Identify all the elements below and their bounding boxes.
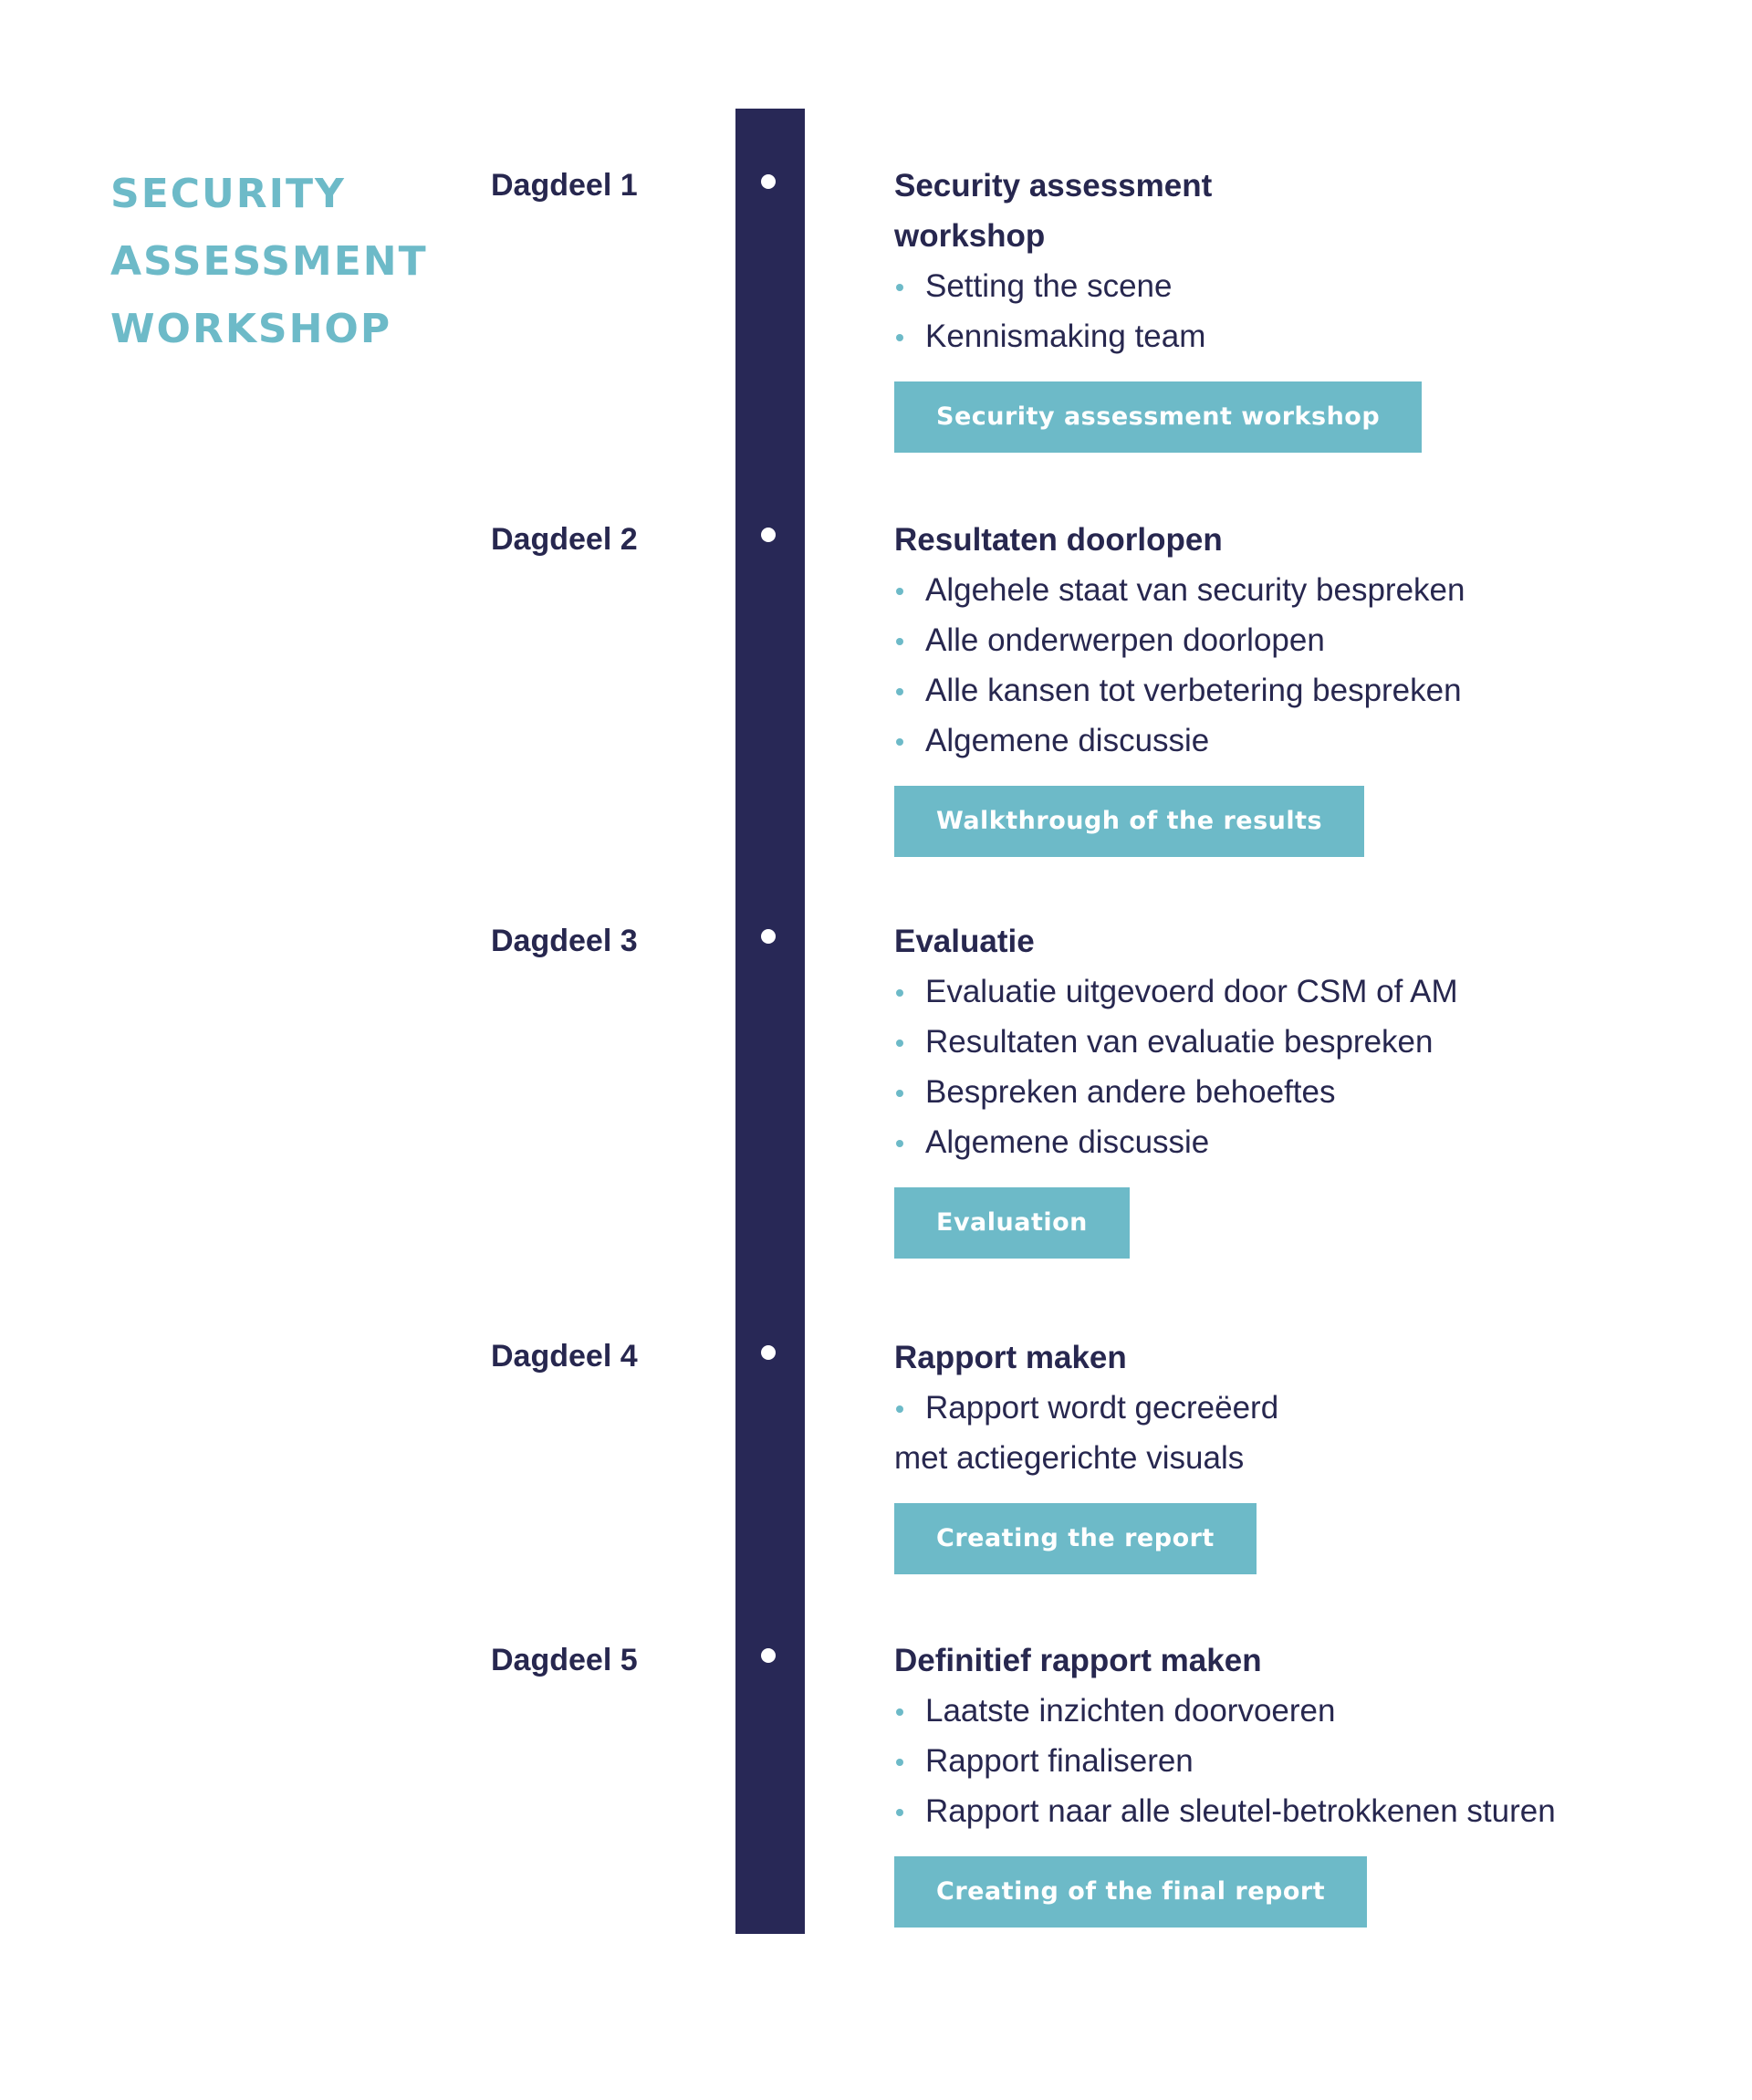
- day-label: Dagdeel 3: [491, 924, 638, 958]
- list-item: Kennismaking team: [894, 311, 1697, 361]
- list-item: Bespreken andere behoeftes: [894, 1067, 1697, 1117]
- bullet-continuation: met actiegerichte visuals: [894, 1440, 1245, 1476]
- day-label: Dagdeel 4: [491, 1339, 638, 1374]
- list-item: Algehele staat van security bespreken: [894, 565, 1697, 615]
- phase-bullet-list: Setting the scene Kennismaking team: [894, 261, 1697, 361]
- phase-block: Evaluatie Evaluatie uitgevoerd door CSM …: [894, 916, 1697, 1259]
- list-item: Resultaten van evaluatie bespreken: [894, 1017, 1697, 1067]
- phase-title: Evaluatie: [894, 916, 1697, 966]
- page-title-line: WORKSHOP: [110, 306, 392, 352]
- phase-button[interactable]: Evaluation: [894, 1187, 1130, 1259]
- list-item: Rapport naar alle sleutel-betrokkenen st…: [894, 1786, 1697, 1836]
- list-item: Algemene discussie: [894, 716, 1697, 766]
- page-title-line: SECURITY: [110, 171, 346, 217]
- day-label: Dagdeel 5: [491, 1643, 638, 1677]
- list-item: Alle kansen tot verbetering bespreken: [894, 665, 1697, 716]
- phase-title-line: workshop: [894, 218, 1046, 254]
- list-item: Algemene discussie: [894, 1117, 1697, 1167]
- timeline-dot: [761, 528, 776, 542]
- timeline-dot: [761, 1648, 776, 1663]
- phase-bullet-list: Evaluatie uitgevoerd door CSM of AM Resu…: [894, 966, 1697, 1167]
- day-label: Dagdeel 2: [491, 522, 638, 557]
- phase-button[interactable]: Security assessment workshop: [894, 381, 1423, 453]
- phase-title-line: Security assessment: [894, 168, 1213, 204]
- phase-title-line: Rapport maken: [894, 1340, 1127, 1375]
- phase-title: Resultaten doorlopen: [894, 515, 1697, 565]
- phase-title: Security assessment workshop: [894, 161, 1697, 261]
- list-item: Laatste inzichten doorvoeren: [894, 1686, 1697, 1736]
- phase-bullet-list: Algehele staat van security bespreken Al…: [894, 565, 1697, 766]
- list-item: Alle onderwerpen doorlopen: [894, 615, 1697, 665]
- phase-button[interactable]: Walkthrough of the results: [894, 786, 1365, 857]
- phase-block: Resultaten doorlopen Algehele staat van …: [894, 515, 1697, 857]
- phase-title: Rapport maken: [894, 1332, 1697, 1383]
- phase-bullet-list: Laatste inzichten doorvoeren Rapport fin…: [894, 1686, 1697, 1836]
- list-item: Rapport finaliseren: [894, 1736, 1697, 1786]
- phase-block: Definitief rapport maken Laatste inzicht…: [894, 1635, 1697, 1928]
- phase-title-line: Definitief rapport maken: [894, 1643, 1262, 1678]
- phase-title: Definitief rapport maken: [894, 1635, 1697, 1686]
- day-label: Dagdeel 1: [491, 168, 638, 203]
- timeline-dot: [761, 1345, 776, 1360]
- phase-button[interactable]: Creating the report: [894, 1503, 1257, 1574]
- phase-title-line: Evaluatie: [894, 924, 1035, 959]
- list-item: Evaluatie uitgevoerd door CSM of AM: [894, 966, 1697, 1017]
- phase-title-line: Resultaten doorlopen: [894, 522, 1223, 558]
- list-item: Rapport wordt gecreëerd: [894, 1383, 1697, 1433]
- phase-block: Rapport maken Rapport wordt gecreëerd me…: [894, 1332, 1697, 1574]
- page-title: SECURITY ASSESSMENT WORKSHOP: [110, 161, 457, 363]
- timeline-bar: [735, 109, 805, 1934]
- timeline-dot: [761, 929, 776, 944]
- page-title-line: ASSESSMENT: [110, 238, 428, 285]
- phase-button[interactable]: Creating of the final report: [894, 1856, 1368, 1928]
- timeline-dot: [761, 174, 776, 189]
- phase-bullet-list: Rapport wordt gecreëerd: [894, 1383, 1697, 1433]
- phase-block: Security assessment workshop Setting the…: [894, 161, 1697, 453]
- list-item: Setting the scene: [894, 261, 1697, 311]
